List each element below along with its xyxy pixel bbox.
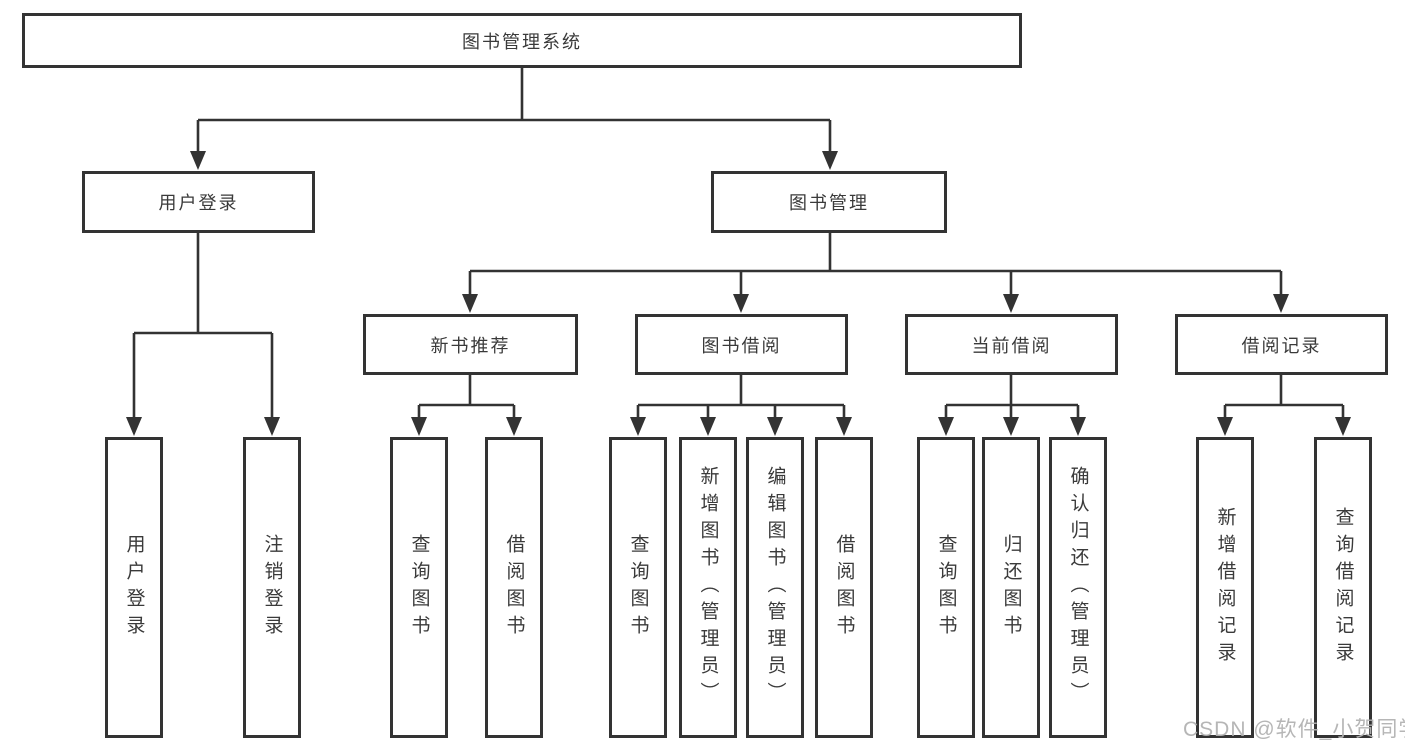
leaf-add-books-admin: 新增图书（管理员） xyxy=(679,437,737,738)
leaf-query-borrow-record-label: 查询借阅记录 xyxy=(1332,506,1354,669)
csdn-watermark: CSDN @软件_小贺同学 xyxy=(1183,718,1405,741)
leaf-add-borrow-record-label: 新增借阅记录 xyxy=(1214,506,1236,669)
node-current-borrowing: 当前借阅 xyxy=(905,314,1118,375)
leaf-borrow-books-recommend: 借阅图书 xyxy=(485,437,543,738)
leaf-logout: 注销登录 xyxy=(243,437,301,738)
leaf-add-borrow-record: 新增借阅记录 xyxy=(1196,437,1254,738)
leaf-return-books: 归还图书 xyxy=(982,437,1040,738)
node-library-management-system: 图书管理系统 xyxy=(22,13,1022,68)
leaf-user-login: 用户登录 xyxy=(105,437,163,738)
leaf-add-books-admin-label: 新增图书（管理员） xyxy=(697,466,719,709)
node-book-management: 图书管理 xyxy=(711,171,947,233)
leaf-confirm-return-admin: 确认归还（管理员） xyxy=(1049,437,1107,738)
arrowheads xyxy=(126,151,1351,436)
leaf-query-books-borrowing-label: 查询图书 xyxy=(627,533,649,642)
node-user-login: 用户登录 xyxy=(82,171,315,233)
connector-paths xyxy=(132,68,1345,423)
leaf-return-books-label: 归还图书 xyxy=(1000,533,1022,642)
leaf-borrow-books-recommend-label: 借阅图书 xyxy=(503,533,525,642)
leaf-user-login-label: 用户登录 xyxy=(123,533,145,642)
leaf-query-books-recommend-label: 查询图书 xyxy=(408,533,430,642)
leaf-edit-books-admin-label: 编辑图书（管理员） xyxy=(764,466,786,709)
leaf-borrow-books: 借阅图书 xyxy=(815,437,873,738)
leaf-logout-label: 注销登录 xyxy=(261,533,283,642)
node-borrowing-records: 借阅记录 xyxy=(1175,314,1388,375)
leaf-query-books-borrowing: 查询图书 xyxy=(609,437,667,738)
node-new-book-recommendation: 新书推荐 xyxy=(363,314,578,375)
leaf-query-books-current-label: 查询图书 xyxy=(935,533,957,642)
node-book-borrowing: 图书借阅 xyxy=(635,314,848,375)
leaf-query-books-recommend: 查询图书 xyxy=(390,437,448,738)
leaf-edit-books-admin: 编辑图书（管理员） xyxy=(746,437,804,738)
leaf-borrow-books-label: 借阅图书 xyxy=(833,533,855,642)
leaf-query-books-current: 查询图书 xyxy=(917,437,975,738)
leaf-query-borrow-record: 查询借阅记录 xyxy=(1314,437,1372,738)
leaf-confirm-return-admin-label: 确认归还（管理员） xyxy=(1067,466,1089,709)
